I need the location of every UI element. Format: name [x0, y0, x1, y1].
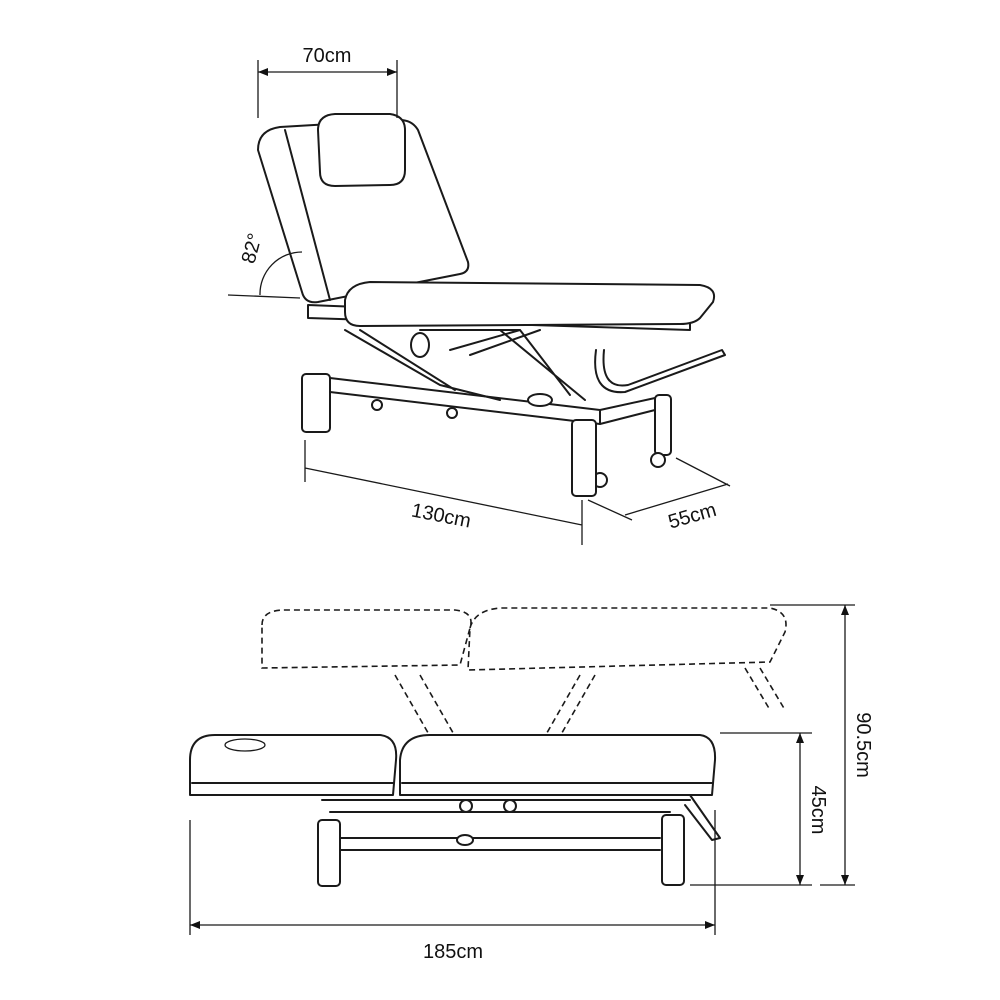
raised-lift-outline: [394, 667, 786, 781]
raised-headrest-outline: [261, 609, 472, 669]
headrest-section: [189, 734, 398, 796]
label-185cm: 185cm: [423, 941, 483, 963]
dimension-length-folded: 130cm: [304, 440, 583, 545]
label-45cm: 45cm: [807, 786, 829, 835]
label-82deg: 82°: [238, 231, 267, 266]
backrest: [257, 119, 470, 304]
foot-bar: [684, 794, 721, 841]
dimension-max-height: 90.5cm: [770, 604, 874, 886]
leg: [661, 814, 685, 886]
leg: [301, 373, 331, 433]
dimension-width: 55cm: [587, 457, 731, 534]
dimension-backrest-width: 70cm: [257, 45, 398, 118]
label-55cm: 55cm: [666, 499, 719, 534]
side-frame: [321, 799, 691, 851]
body-section: [399, 734, 717, 796]
seat-cushion: [344, 281, 716, 327]
leg: [654, 394, 672, 456]
dimension-total-length: 185cm: [189, 810, 716, 963]
label-70cm: 70cm: [303, 45, 352, 67]
scissor-lift: [344, 329, 586, 401]
foot-bar: [594, 349, 726, 394]
side-view: [189, 607, 787, 887]
leg: [317, 819, 341, 887]
perspective-view: [257, 113, 726, 497]
raised-body-outline: [467, 607, 787, 671]
label-130cm: 130cm: [410, 500, 473, 533]
label-90-5cm: 90.5cm: [852, 712, 874, 778]
headrest-pillow: [317, 113, 406, 187]
base-frame: [329, 377, 656, 425]
leg: [571, 419, 597, 497]
dimension-min-height: 45cm: [690, 732, 829, 886]
